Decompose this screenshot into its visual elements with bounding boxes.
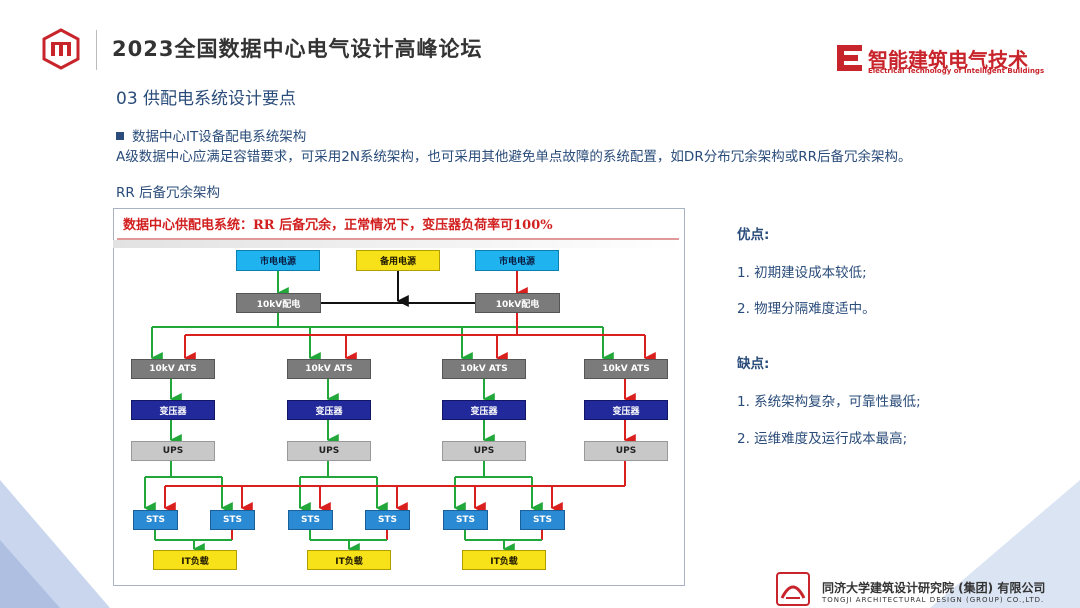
cons-item-2: 2. 运维难度及运行成本最高;	[737, 431, 908, 447]
cons-heading: 缺点:	[737, 356, 770, 372]
forum-logo-icon	[42, 28, 80, 70]
sts-4: STS	[365, 510, 410, 530]
brand-subtitle: Electrical Technology of Intelligent Bui…	[868, 67, 1045, 75]
sts-1: STS	[133, 510, 178, 530]
ats-3: 10kV ATS	[442, 359, 526, 379]
ups-4: UPS	[584, 441, 668, 461]
mv-distribution-2: 10kV配电	[475, 293, 560, 313]
it-load-1: IT负载	[153, 550, 237, 570]
tongji-logo-icon	[776, 572, 810, 606]
header-divider	[96, 30, 97, 70]
sts-6: STS	[520, 510, 565, 530]
it-load-3: IT负载	[462, 550, 546, 570]
backup-source: 备用电源	[356, 250, 440, 271]
brand-name: 智能建筑电气技术	[868, 48, 1028, 72]
transformer-3: 变压器	[442, 400, 526, 420]
sts-2: STS	[210, 510, 255, 530]
pros-item-2: 2. 物理分隔难度适中。	[737, 301, 876, 317]
cons-item-1: 1. 系统架构复杂，可靠性最低;	[737, 394, 921, 410]
mv-distribution-1: 10kV配电	[236, 293, 321, 313]
it-load-2: IT负载	[307, 550, 391, 570]
section-title: 03 供配电系统设计要点	[116, 89, 297, 109]
ats-1: 10kV ATS	[131, 359, 215, 379]
ups-2: UPS	[287, 441, 371, 461]
ats-2: 10kV ATS	[287, 359, 371, 379]
bullet-heading: 数据中心IT设备配电系统架构	[132, 129, 307, 145]
ups-3: UPS	[442, 441, 526, 461]
footer-org-cn: 同济大学建筑设计研究院 (集团) 有限公司	[822, 581, 1046, 595]
square-bullet-icon	[116, 132, 124, 140]
ats-4: 10kV ATS	[584, 359, 668, 379]
ups-1: UPS	[131, 441, 215, 461]
utility-source-1: 市电电源	[236, 250, 320, 271]
sts-3: STS	[288, 510, 333, 530]
brand-logo-icon	[837, 45, 862, 71]
transformer-1: 变压器	[131, 400, 215, 420]
bullet-heading-row: 数据中心IT设备配电系统架构	[116, 125, 306, 145]
diagram-label: RR 后备冗余架构	[116, 185, 221, 201]
diagram-title-underline	[113, 238, 683, 248]
description-text: A级数据中心应满足容错要求，可采用2N系统架构，也可采用其他避免单点故障的系统配…	[116, 149, 912, 165]
footer-org-en: TONGJI ARCHITECTURAL DESIGN (GROUP) CO.,…	[822, 596, 1045, 604]
pros-heading: 优点:	[737, 227, 770, 243]
sts-5: STS	[443, 510, 488, 530]
transformer-4: 变压器	[584, 400, 668, 420]
diagram-title: 数据中心供配电系统：RR 后备冗余，正常情况下，变压器负荷率可100%	[123, 218, 553, 233]
page-title: 2023全国数据中心电气设计高峰论坛	[112, 37, 483, 61]
pros-item-1: 1. 初期建设成本较低;	[737, 265, 867, 281]
utility-source-2: 市电电源	[475, 250, 559, 271]
transformer-2: 变压器	[287, 400, 371, 420]
